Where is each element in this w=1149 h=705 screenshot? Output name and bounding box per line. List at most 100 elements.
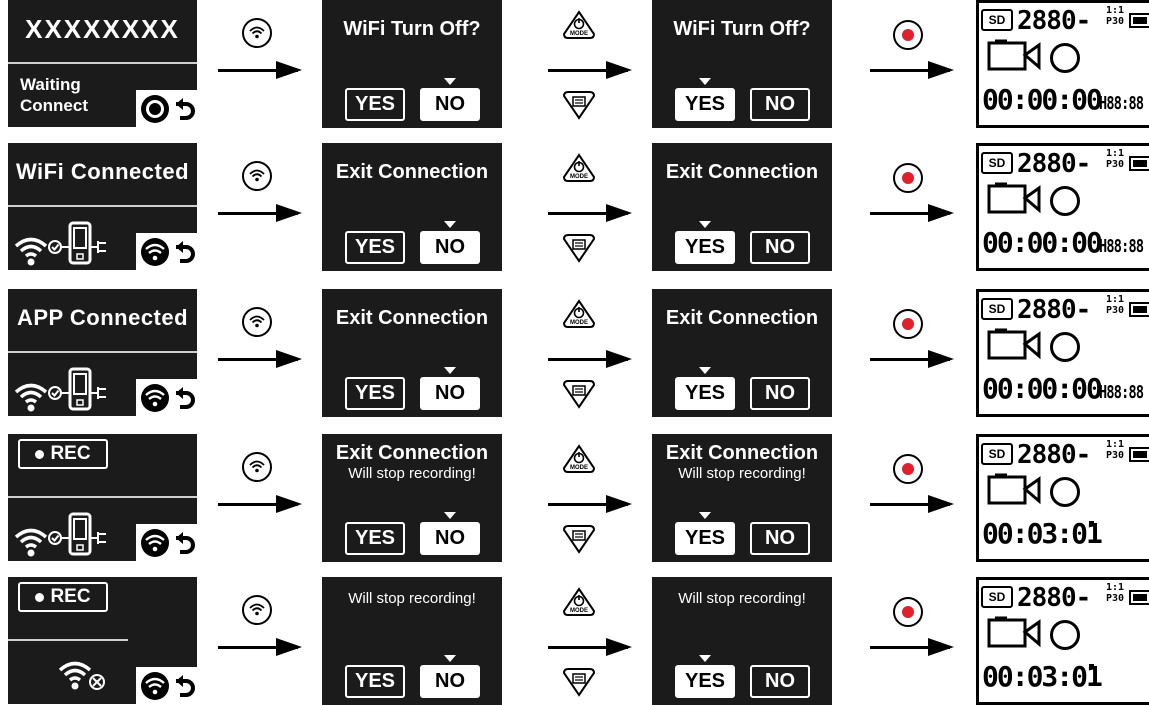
divider: [8, 496, 197, 498]
arrow: [870, 350, 954, 368]
yes-button[interactable]: YES: [675, 377, 735, 410]
ratio-bottom: P30: [1106, 305, 1125, 316]
yes-button[interactable]: YES: [675, 88, 735, 121]
svg-text:MODE: MODE: [570, 465, 588, 471]
record-ring-icon: [1050, 620, 1080, 650]
divider: [8, 62, 197, 64]
yes-button[interactable]: YES: [345, 522, 405, 555]
arrow: [870, 204, 954, 222]
yes-button[interactable]: YES: [675, 665, 735, 698]
device-name-header: XXXXXXXX: [25, 13, 180, 44]
mode-button-icon: MODE: [562, 153, 596, 188]
mode-button-icon: MODE: [562, 587, 596, 622]
remaining-time: H88:88: [1099, 236, 1144, 257]
no-button[interactable]: NO: [420, 665, 480, 698]
dialog-warning: Will stop recording!: [678, 465, 806, 482]
selection-caret-icon: [444, 367, 456, 374]
no-button[interactable]: NO: [750, 231, 810, 264]
rec-dot-icon: [35, 592, 45, 602]
record-dot-icon: [902, 318, 914, 330]
record-button-icon: [893, 597, 923, 627]
menu-button-icon: [562, 667, 596, 702]
waiting-connect-label: Waiting Connect: [20, 75, 88, 115]
menu-button-icon: [562, 90, 596, 125]
yes-button[interactable]: YES: [345, 665, 405, 698]
divider: [8, 351, 197, 353]
wifi-button-icon: [242, 18, 272, 48]
video-camera-icon: [987, 328, 1043, 365]
confirm-dialog-no-selected: Will stop recording! YES NO: [322, 577, 502, 705]
selection-caret-icon: [444, 78, 456, 85]
dialog-title: Exit Connection: [335, 442, 489, 464]
no-button[interactable]: NO: [420, 377, 480, 410]
wifi-connected-icon: [14, 512, 118, 558]
no-button[interactable]: NO: [750, 665, 810, 698]
dialog-warning: Will stop recording!: [348, 590, 476, 607]
wifi-button-icon: [242, 161, 272, 191]
menu-button-icon: [562, 524, 596, 559]
record-timer: 00:03:01: [982, 517, 1103, 550]
yes-button[interactable]: YES: [345, 88, 405, 121]
ratio-top: 1:1: [1106, 582, 1125, 593]
rec-label: REC: [50, 586, 91, 607]
no-button[interactable]: NO: [750, 377, 810, 410]
dialog-title: Exit Connection: [665, 307, 819, 329]
record-dot-icon: [902, 172, 914, 184]
record-timer: 00:00:00: [982, 372, 1103, 405]
svg-text:MODE: MODE: [570, 31, 588, 37]
video-camera-icon: [987, 182, 1043, 219]
yes-button[interactable]: YES: [345, 231, 405, 264]
dialog-title: Exit Connection: [665, 442, 819, 464]
mode-button-icon: MODE: [562, 299, 596, 334]
no-button[interactable]: NO: [750, 88, 810, 121]
mode-button-icon: MODE: [562, 10, 596, 45]
record-button-icon: [893, 454, 923, 484]
dialog-title: Exit Connection: [335, 161, 489, 183]
svg-text:MODE: MODE: [570, 608, 588, 614]
back-wifi-block: [136, 667, 197, 704]
rec-badge: REC: [18, 439, 108, 469]
dialog-title: Exit Connection: [335, 307, 489, 329]
dialog-warning: Will stop recording!: [678, 590, 806, 607]
record-dot-icon: [902, 29, 914, 41]
wifi-connected-icon: [14, 367, 118, 413]
menu-button-icon: [562, 379, 596, 414]
battery-icon: [1129, 590, 1149, 605]
status-screen: REC: [8, 577, 197, 704]
rec-badge: REC: [18, 582, 108, 612]
record-button-icon: [893, 163, 923, 193]
arrow: [218, 638, 302, 656]
mode-button-icon: MODE: [562, 444, 596, 479]
sd-card-icon: SD: [981, 443, 1013, 465]
divider: [8, 205, 197, 207]
yes-button[interactable]: YES: [345, 377, 405, 410]
wifi-button-icon: [242, 595, 272, 625]
ratio-top: 1:1: [1106, 5, 1125, 16]
no-button[interactable]: NO: [420, 88, 480, 121]
yes-button[interactable]: YES: [675, 231, 735, 264]
svg-text:MODE: MODE: [570, 320, 588, 326]
yes-button[interactable]: YES: [675, 522, 735, 555]
resolution-label: 2880-: [1017, 295, 1091, 325]
arrow: [218, 61, 302, 79]
wifi-button-icon: [242, 452, 272, 482]
back-wifi-block: [136, 90, 197, 127]
arrow: [870, 495, 954, 513]
arrow: [548, 350, 632, 368]
record-button-icon: [893, 309, 923, 339]
no-button[interactable]: NO: [420, 231, 480, 264]
battery-icon: [1129, 13, 1149, 28]
dialog-title: Exit Connection: [665, 161, 819, 183]
no-button[interactable]: NO: [420, 522, 480, 555]
no-button[interactable]: NO: [750, 522, 810, 555]
record-timer: 00:03:01: [982, 660, 1103, 693]
selection-caret-icon: [699, 221, 711, 228]
